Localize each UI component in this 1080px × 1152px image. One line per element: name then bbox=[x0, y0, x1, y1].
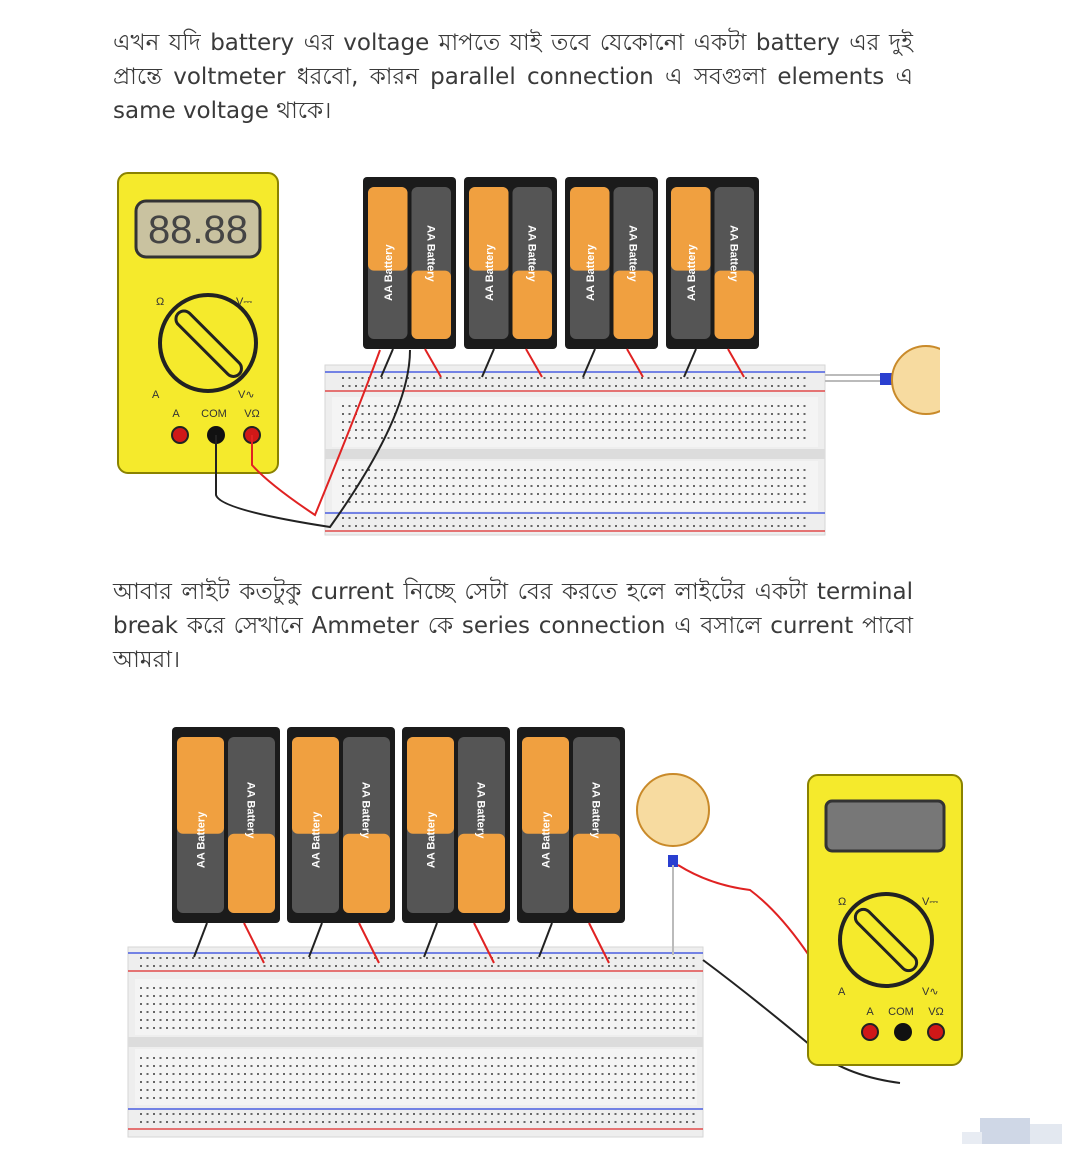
battery-holder: AA Battery AA Battery bbox=[666, 177, 759, 349]
battery-label: AA Battery bbox=[311, 811, 323, 868]
light-bulb bbox=[636, 773, 710, 847]
breadboard bbox=[324, 364, 826, 536]
breadboard bbox=[127, 946, 704, 1138]
svg-text:Ω: Ω bbox=[156, 296, 164, 308]
battery-label: AA Battery bbox=[590, 782, 602, 839]
battery-holder: AA Battery AA Battery bbox=[464, 177, 557, 349]
battery-label: AA Battery bbox=[541, 811, 553, 868]
light-bulb bbox=[891, 345, 940, 415]
battery-label: AA Battery bbox=[525, 225, 537, 282]
wires bbox=[215, 349, 892, 529]
svg-text:COM: COM bbox=[201, 408, 227, 420]
svg-text:A: A bbox=[172, 408, 180, 420]
battery-label: AA Battery bbox=[585, 244, 597, 301]
battery-holder: AA Battery AA Battery bbox=[287, 727, 395, 923]
port-a-jack bbox=[861, 1023, 879, 1041]
battery-label: AA Battery bbox=[727, 225, 739, 282]
svg-text:VΩ: VΩ bbox=[928, 1006, 944, 1018]
meter-display: 88.88 bbox=[148, 208, 248, 252]
port-com-jack bbox=[894, 1023, 912, 1041]
battery-label: AA Battery bbox=[484, 244, 496, 301]
port-a-jack bbox=[171, 426, 189, 444]
battery-holder: AA Battery AA Battery bbox=[402, 727, 510, 923]
svg-text:V∿: V∿ bbox=[922, 986, 939, 998]
paragraph-current-explanation: আবার লাইট কতটুকু current নিচ্ছে সেটা বের… bbox=[113, 579, 913, 673]
svg-text:V⎓: V⎓ bbox=[236, 296, 252, 308]
svg-text:V∿: V∿ bbox=[238, 389, 255, 401]
port-v-jack bbox=[927, 1023, 945, 1041]
battery-label: AA Battery bbox=[424, 225, 436, 282]
battery-label: AA Battery bbox=[196, 811, 208, 868]
battery-holder: AA Battery AA Battery bbox=[172, 727, 280, 923]
battery-leads bbox=[380, 348, 745, 378]
battery-holder: AA Battery AA Battery bbox=[565, 177, 658, 349]
battery-holder: AA Battery AA Battery bbox=[517, 727, 625, 923]
battery-label: AA Battery bbox=[360, 782, 372, 839]
battery-leads bbox=[193, 922, 610, 964]
multimeter: Ω V⎓ A V∿ A COM VΩ bbox=[807, 774, 963, 1066]
svg-text:A: A bbox=[838, 986, 846, 998]
page-scroll-indicator[interactable] bbox=[962, 1110, 1062, 1148]
battery-label: AA Battery bbox=[426, 811, 438, 868]
battery-label: AA Battery bbox=[383, 244, 395, 301]
svg-text:COM: COM bbox=[888, 1006, 914, 1018]
paragraph-voltage-explanation: এখন যদি battery এর voltage মাপতে যাই তবে… bbox=[113, 30, 913, 124]
svg-text:V⎓: V⎓ bbox=[922, 896, 938, 908]
battery-label: AA Battery bbox=[686, 244, 698, 301]
battery-label: AA Battery bbox=[475, 782, 487, 839]
multimeter: 88.88 Ω V⎓ A V∿ A COM VΩ bbox=[117, 172, 279, 474]
svg-text:A: A bbox=[866, 1006, 874, 1018]
battery-holder: AA Battery AA Battery bbox=[363, 177, 456, 349]
svg-text:VΩ: VΩ bbox=[244, 408, 260, 420]
battery-label: AA Battery bbox=[626, 225, 638, 282]
svg-text:A: A bbox=[152, 389, 160, 401]
battery-label: AA Battery bbox=[245, 782, 257, 839]
svg-text:Ω: Ω bbox=[838, 896, 846, 908]
